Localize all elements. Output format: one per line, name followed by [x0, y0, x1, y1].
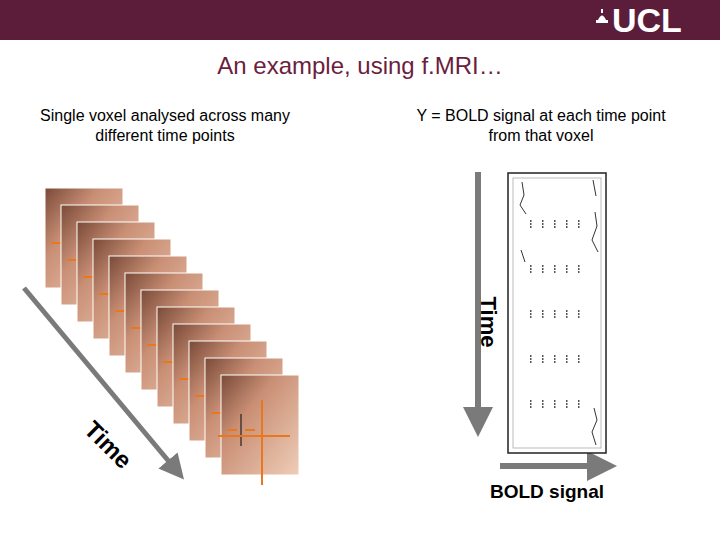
- axis-label: BOLD signal: [490, 481, 604, 503]
- subtitle: Y = BOLD signal at each time point from …: [410, 106, 672, 146]
- axis-label: Time: [78, 415, 137, 474]
- dome-icon: [596, 9, 608, 23]
- brain-slices: [45, 188, 299, 485]
- slide-title: An example, using f.MRI…: [60, 52, 660, 80]
- subtitle: Single voxel analysed across many differ…: [35, 106, 295, 146]
- header-bar: [0, 0, 720, 40]
- logo-text: UCL: [612, 0, 682, 40]
- design-matrix: [508, 173, 606, 453]
- axis-label: Time: [475, 297, 501, 348]
- bold-arrow: [500, 463, 602, 469]
